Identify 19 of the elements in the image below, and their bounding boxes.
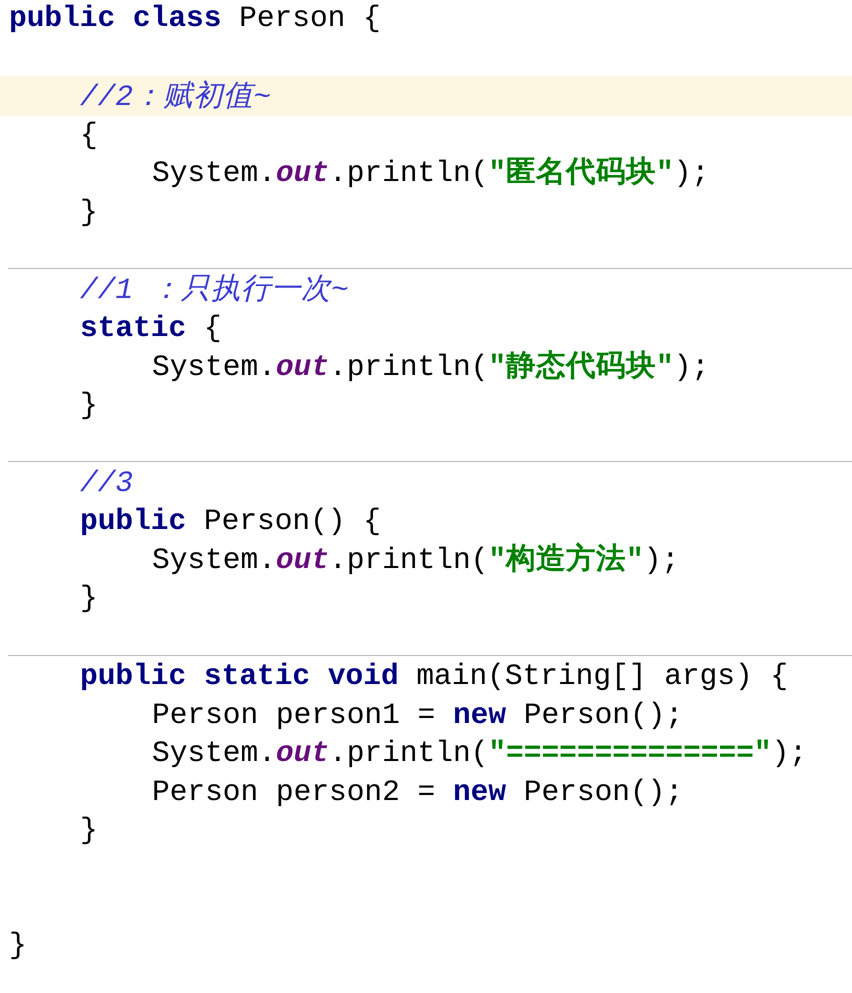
code-comment: //1 ：只执行一次~ <box>80 272 349 309</box>
code-line: public Person() { <box>80 503 381 540</box>
code-line: public class Person { <box>9 0 381 37</box>
code-line: } <box>80 387 98 424</box>
code-line: System.out.println("构造方法"); <box>152 542 680 579</box>
code-line: Person person1 = new Person(); <box>152 697 684 734</box>
code-comment: //2：赋初值~ <box>80 79 271 116</box>
code-line: } <box>80 194 98 231</box>
code-line: { <box>80 117 98 154</box>
code-line: System.out.println("匿名代码块"); <box>152 155 710 192</box>
code-line: System.out.println("静态代码块"); <box>152 349 710 386</box>
code-line: Person person2 = new Person(); <box>152 774 684 811</box>
code-line: } <box>80 812 98 849</box>
code-line: System.out.println("=============="); <box>152 735 808 772</box>
code-line: } <box>80 580 98 617</box>
code-line: public static void main(String[] args) { <box>80 658 788 695</box>
code-comment: //3 <box>80 465 134 502</box>
code-line: static { <box>80 310 222 347</box>
code-line: } <box>9 927 27 964</box>
